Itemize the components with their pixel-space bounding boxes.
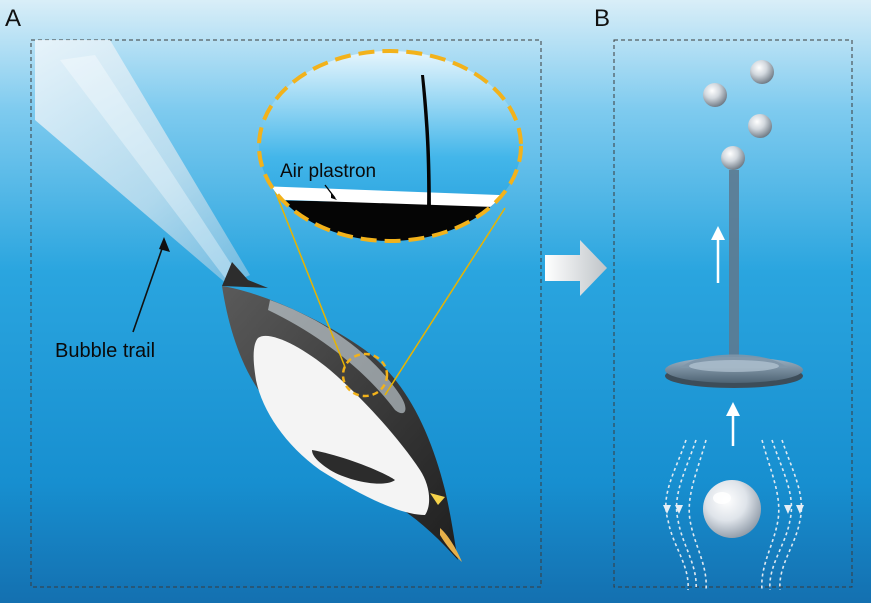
flow-arrowhead [796, 505, 804, 514]
air-plastron-arrowhead [331, 193, 337, 200]
bubble-trail-arrowhead [159, 237, 170, 252]
bubble-icon [748, 114, 772, 138]
bubble-icon [721, 146, 745, 170]
penguin-illustration [222, 262, 462, 562]
air-column [729, 170, 739, 366]
bubble-trail-pointer [132, 242, 165, 333]
panel-b-letter: B [594, 5, 610, 32]
arrow-right-icon [545, 240, 607, 296]
bubble-icon [750, 60, 774, 84]
callout-line-right [384, 207, 506, 396]
bubble-trail-label: Bubble trail [55, 340, 155, 362]
panel-a-letter: A [5, 5, 21, 32]
panel-b-frame [613, 39, 853, 588]
up-arrow-lower-head [726, 402, 740, 416]
panel-a-frame [30, 39, 542, 588]
flow-arrowhead [675, 505, 683, 514]
plastron-highlight-ring [341, 352, 389, 398]
up-arrow-upper-head [711, 226, 725, 240]
suction-cup-disc [665, 354, 803, 388]
bubble-highlight [713, 492, 731, 504]
flow-arrowhead [784, 505, 792, 514]
air-plastron-label: Air plastron [280, 161, 376, 182]
flow-lines [665, 439, 803, 591]
large-bubble-icon [703, 480, 761, 538]
bubble-icon [703, 83, 727, 107]
bubble-trail [35, 40, 250, 285]
flow-arrowhead [663, 505, 671, 514]
callout-line-left [261, 157, 346, 368]
magnifier-callout [257, 49, 523, 243]
